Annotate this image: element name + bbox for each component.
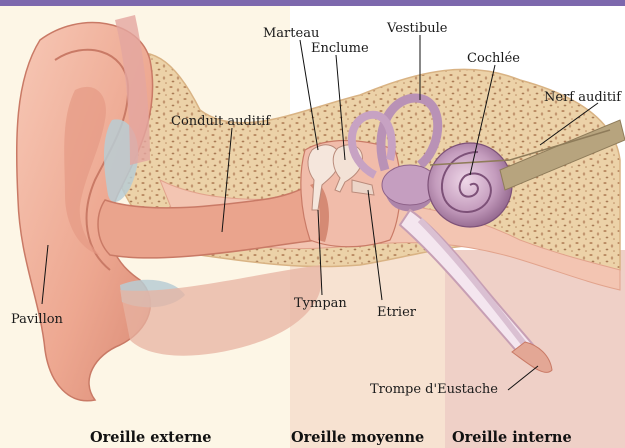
section-oreille-externe: Oreille externe — [90, 429, 212, 446]
label-pavillon: Pavillon — [11, 312, 64, 327]
label-cochlee: Cochlée — [467, 51, 520, 66]
label-vestibule: Vestibule — [386, 21, 448, 36]
section-oreille-interne: Oreille interne — [452, 429, 572, 446]
label-marteau: Marteau — [263, 26, 319, 41]
top-bar — [0, 0, 625, 6]
label-conduit-auditif: Conduit auditif — [171, 114, 271, 129]
label-nerf-auditif: Nerf auditif — [544, 90, 622, 105]
label-trompe-eustache: Trompe d'Eustache — [370, 382, 498, 397]
label-enclume: Enclume — [311, 41, 369, 56]
label-etrier: Etrier — [377, 305, 417, 320]
section-oreille-moyenne: Oreille moyenne — [291, 429, 424, 446]
label-tympan: Tympan — [294, 296, 347, 311]
